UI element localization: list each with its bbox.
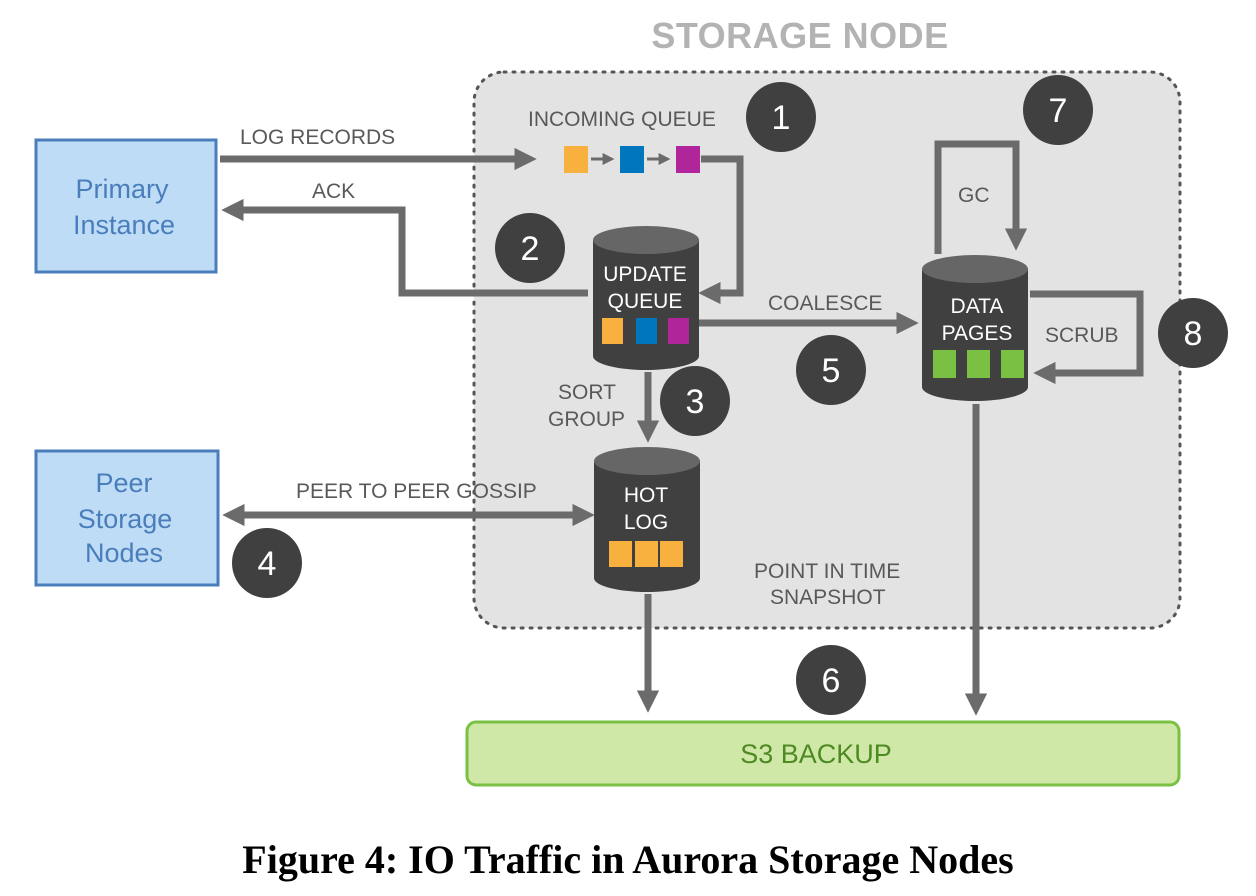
- step-number-6: 6: [822, 662, 841, 700]
- group-label: GROUP: [548, 408, 625, 431]
- step-number-7: 7: [1049, 92, 1068, 130]
- log-records-label: LOG RECORDS: [240, 126, 395, 149]
- peer-storage-nodes-box: Peer Storage Nodes: [34, 449, 220, 587]
- point-in-time-label: POINT IN TIME: [754, 560, 900, 583]
- update-queue-label-line1: UPDATE: [603, 263, 687, 286]
- hot-log-cylinder: HOT LOG: [594, 447, 700, 592]
- step-marker-3: 3: [660, 366, 730, 436]
- step-marker-6: 6: [796, 645, 866, 715]
- gc-loop-arrow: [934, 140, 1028, 254]
- primary-label-line2: Instance: [73, 210, 175, 240]
- step-number-4: 4: [258, 545, 277, 583]
- peer-label-line1: Peer: [95, 468, 152, 498]
- figure-caption: Figure 4: IO Traffic in Aurora Storage N…: [242, 837, 1013, 882]
- incoming-item-blue: [620, 146, 644, 173]
- step-marker-7: 7: [1023, 75, 1093, 145]
- incoming-to-update-arrow: [698, 155, 744, 305]
- step-number-2: 2: [521, 230, 540, 268]
- incoming-queue-items: [564, 146, 700, 173]
- update-item-orange: [602, 318, 623, 344]
- hot-log-item-1: [609, 541, 632, 567]
- storage-node-title: STORAGE NODE: [651, 15, 948, 56]
- hot-log-item-3: [660, 541, 683, 567]
- snapshot-label: SNAPSHOT: [770, 586, 886, 609]
- data-pages-cylinder: DATA PAGES: [922, 255, 1028, 401]
- gc-label: GC: [958, 184, 990, 207]
- data-page-item-2: [967, 350, 990, 378]
- primary-label-line1: Primary: [76, 174, 169, 204]
- incoming-queue-label: INCOMING QUEUE: [528, 108, 716, 131]
- step-number-3: 3: [686, 383, 705, 421]
- primary-instance-box: Primary Instance: [34, 138, 218, 274]
- data-pages-label-line1: DATA: [951, 295, 1004, 318]
- update-item-blue: [636, 318, 657, 344]
- hot-log-label-line2: LOG: [624, 511, 668, 534]
- step-marker-4: 4: [232, 528, 302, 598]
- step-number-1: 1: [772, 99, 791, 137]
- scrub-loop-arrow: [1030, 290, 1144, 385]
- s3-backup-box: S3 BACKUP: [465, 720, 1181, 787]
- update-queue-label-line2: QUEUE: [608, 290, 683, 313]
- incoming-item-orange: [564, 146, 588, 173]
- incoming-item-magenta: [676, 146, 700, 173]
- gossip-label: PEER TO PEER GOSSIP: [296, 480, 537, 503]
- step-marker-2: 2: [495, 213, 565, 283]
- step-number-5: 5: [822, 352, 841, 390]
- update-queue-cylinder: UPDATE QUEUE: [593, 226, 699, 370]
- s3-backup-label: S3 BACKUP: [740, 739, 892, 769]
- hot-log-label-line1: HOT: [624, 484, 669, 507]
- data-page-item-3: [1001, 350, 1024, 378]
- scrub-label: SCRUB: [1045, 324, 1119, 347]
- coalesce-label: COALESCE: [768, 292, 882, 315]
- ack-label: ACK: [312, 180, 355, 203]
- step-marker-5: 5: [796, 335, 866, 405]
- peer-label-line3: Nodes: [85, 538, 163, 568]
- step-number-8: 8: [1184, 315, 1203, 353]
- update-item-magenta: [668, 318, 689, 344]
- step-marker-1: 1: [746, 82, 816, 152]
- step-marker-8: 8: [1158, 298, 1228, 368]
- ack-arrow: [221, 198, 588, 297]
- peer-label-line2: Storage: [78, 504, 173, 534]
- data-pages-label-line2: PAGES: [942, 322, 1013, 345]
- data-page-item-1: [933, 350, 956, 378]
- hot-log-item-2: [635, 541, 658, 567]
- sort-label: SORT: [558, 381, 616, 404]
